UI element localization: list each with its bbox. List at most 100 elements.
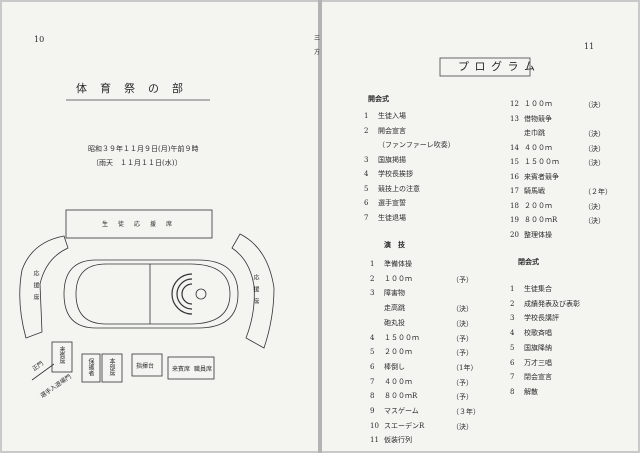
item-text: 学校長挨拶: [378, 170, 413, 178]
program-item: 走高跳: [370, 304, 405, 313]
item-text: 障害物: [384, 289, 405, 298]
item-text: マスゲーム: [384, 407, 419, 415]
box-label-teacher: 保護者: [87, 358, 94, 376]
item-round: （予）: [452, 393, 473, 402]
section-heading: 体 育 祭 の 部: [76, 82, 184, 95]
item-text: 準備体操: [384, 260, 412, 268]
item-round: （決）: [452, 319, 473, 328]
item-number: 2: [510, 299, 515, 308]
page-number: 10: [34, 35, 45, 44]
item-text: ８００ｍR: [384, 392, 418, 401]
program-item: 12 １００ｍ: [510, 100, 552, 109]
item-text: 生徒入場: [378, 112, 406, 120]
program-item: 8 ８００ｍR: [370, 392, 417, 401]
program-item: 2 成績発表及び表彰: [510, 300, 580, 309]
item-text: １５００ｍ: [524, 158, 559, 166]
item-number: 4: [364, 170, 369, 178]
item-round: （３年）: [452, 408, 480, 416]
page-gutter: [318, 0, 322, 453]
left-stand-label: 応 援 席: [32, 270, 39, 300]
margin-marks: 三 方: [314, 35, 321, 56]
item-number: 14: [510, 143, 519, 152]
box-3: [101, 353, 123, 383]
item-round: （予）: [452, 378, 473, 387]
program-item: 9 マスゲーム: [370, 407, 419, 416]
item-text: １５００ｍ: [384, 333, 419, 342]
item-number: 12: [510, 100, 519, 108]
item-number: 10: [370, 421, 379, 430]
item-text: 借物競争: [524, 114, 552, 123]
field-diagram: [19, 209, 275, 383]
track-oval: [75, 263, 231, 325]
item-text: 国旗掲揚: [378, 155, 406, 164]
box-5: [167, 356, 215, 380]
item-number: 4: [370, 333, 375, 342]
opening-heading: 開会式: [368, 94, 389, 103]
item-text: 走高跳: [384, 304, 405, 313]
item-round: （決）: [584, 101, 605, 109]
item-text: １００ｍ: [384, 274, 412, 283]
title-box: [439, 57, 531, 77]
item-round: （決）: [584, 144, 605, 153]
item-text: スエーデンR: [384, 421, 425, 430]
item-number: 9: [370, 407, 375, 415]
item-text: 棒倒し: [384, 362, 405, 371]
item-round: （予）: [452, 349, 473, 358]
top-stand-label: 生 徒 応 援 席: [102, 221, 175, 228]
item-number: 7: [364, 213, 369, 222]
program-item: 14 ４００ｍ: [510, 144, 552, 153]
item-text: 開会宣言: [378, 126, 406, 135]
item-round: （決）: [452, 422, 473, 431]
item-text: ２００ｍ: [384, 348, 412, 357]
item-round: （予）: [452, 334, 473, 343]
item-round: （決）: [584, 159, 605, 167]
box-label-chair: 来賓席: [58, 346, 65, 364]
program-item: 10 スエーデンR: [370, 422, 424, 431]
item-round: （決）: [584, 217, 605, 225]
program-item: 走巾跳: [510, 129, 545, 138]
item-text: １００ｍ: [524, 100, 552, 108]
item-number: 18: [510, 201, 519, 210]
box-left: [51, 341, 73, 373]
item-round: （決）: [584, 202, 605, 211]
box-label-guest: 来賓席: [172, 366, 191, 373]
item-round: （決）: [452, 305, 473, 314]
item-text: ４００ｍ: [524, 143, 552, 152]
heading-underline: [66, 99, 210, 101]
closing-heading: 閉会式: [518, 257, 539, 266]
item-text: 解散: [524, 387, 538, 396]
item-text: 閉会宣言: [524, 373, 552, 382]
entrance-line: [31, 363, 55, 381]
item-number: 1: [510, 285, 515, 293]
program-item: 4 １５００ｍ: [370, 334, 419, 343]
item-text: 国旗降納: [524, 343, 552, 352]
item-text: ２００ｍ: [524, 201, 552, 210]
item-round: （1年）: [452, 363, 478, 372]
item-round: （決）: [584, 130, 605, 138]
right-stand-shape: [231, 233, 275, 349]
item-text: ４００ｍ: [384, 377, 412, 386]
box-label-staff: 職員席: [194, 366, 213, 373]
item-text: 騎馬戦: [524, 187, 545, 195]
item-text: 来賓者競争: [524, 172, 559, 181]
item-text: 成績発表及び表彰: [524, 299, 580, 308]
item-number: 6: [510, 358, 515, 367]
item-round: （２年）: [584, 188, 612, 196]
right-stand-label: 応 援 席: [252, 274, 259, 304]
item-number: 8: [370, 392, 375, 401]
item-text: 万才三唱: [524, 358, 552, 367]
item-text: 砲丸投: [384, 318, 405, 327]
program-item: 4 学校長挨拶: [364, 170, 413, 179]
